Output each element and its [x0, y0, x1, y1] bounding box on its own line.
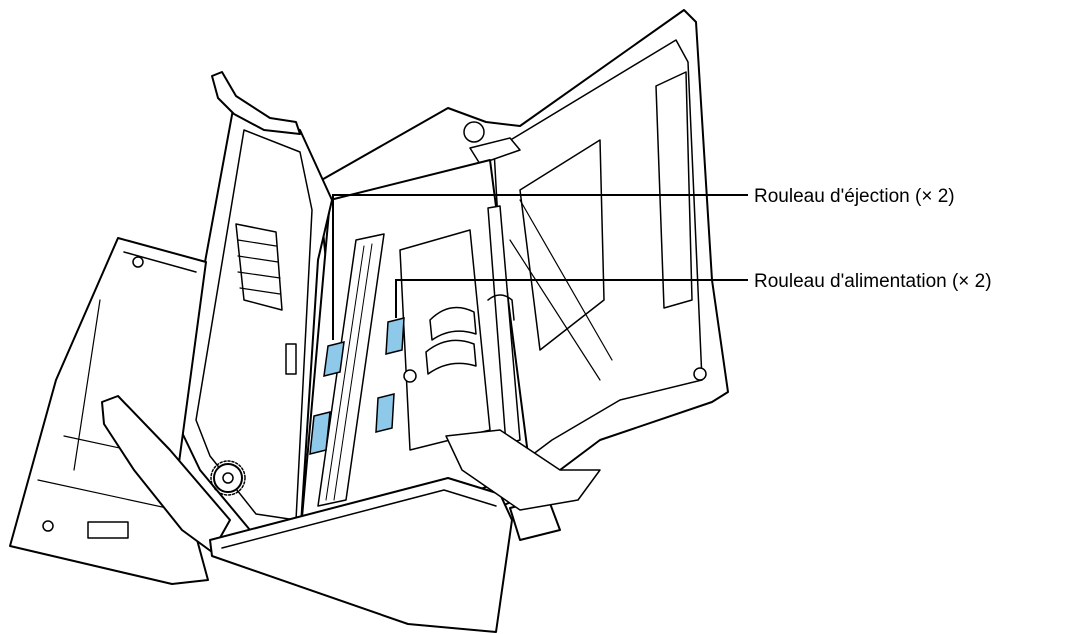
chute-hole-1	[132, 256, 144, 268]
scan-glass-strip-right	[487, 205, 521, 445]
front-cover-inner	[195, 129, 313, 521]
back-lid-crease-1	[509, 239, 601, 381]
cover-latch	[285, 343, 297, 375]
back-lid-rail	[655, 71, 693, 309]
inner-guide-plate	[399, 229, 491, 451]
chute-rib-1	[73, 299, 101, 471]
back-lid-slot	[519, 139, 605, 351]
eject-roller-label: Rouleau d'éjection (× 2)	[754, 186, 955, 207]
paper-guide-2	[425, 339, 477, 375]
base-tray	[209, 477, 513, 633]
base-tray-lip	[221, 489, 497, 549]
eject-roller-top	[323, 341, 345, 377]
chute-hole-2	[42, 520, 54, 532]
front-cover-top-tab	[211, 71, 301, 135]
feed-gear-teeth	[237, 239, 281, 295]
separator-arm	[487, 294, 515, 321]
feed-roller-bottom	[375, 393, 395, 433]
feed-roller-leader	[395, 279, 748, 318]
paper-guide-1	[429, 306, 477, 341]
feed-roller-top	[385, 317, 405, 355]
scan-glass-strip-left	[317, 233, 385, 507]
screw-hole-top	[463, 121, 485, 143]
chute-rib-3	[37, 479, 177, 511]
hinge-right	[469, 137, 521, 165]
glass-line-1	[325, 245, 365, 501]
sensor-dot	[403, 369, 417, 383]
feed-roller-label: Rouleau d'alimentation (× 2)	[754, 271, 992, 292]
glass-line-2	[333, 243, 373, 501]
drive-gear-hub	[222, 472, 234, 484]
eject-roller-bottom	[309, 411, 331, 455]
chute-slot	[87, 521, 129, 539]
base-side-panel	[445, 429, 601, 511]
paper-chute-edge	[123, 251, 197, 273]
screw-hole-bottom	[693, 367, 707, 381]
drive-gear-teeth	[210, 460, 246, 496]
eject-roller-leader	[332, 194, 748, 340]
